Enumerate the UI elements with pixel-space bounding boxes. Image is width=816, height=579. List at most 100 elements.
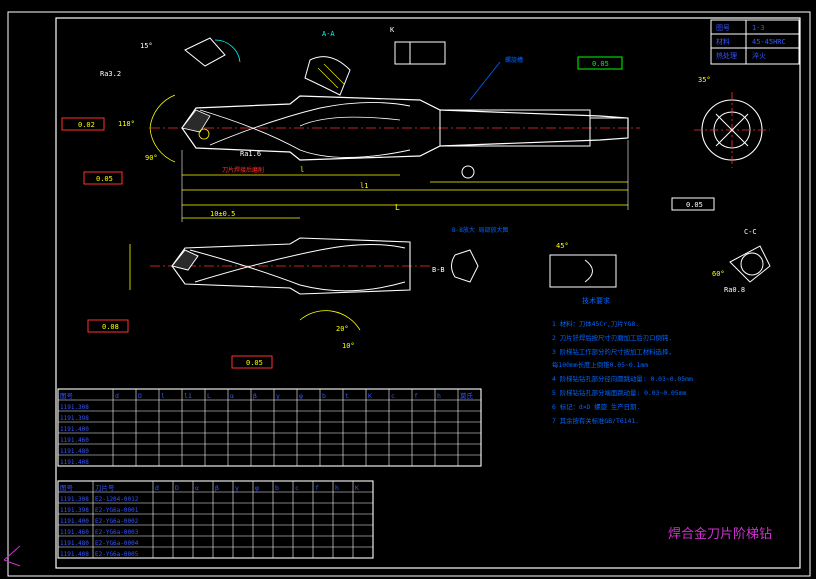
table-header-cell: f bbox=[414, 392, 418, 400]
table-header-cell: D bbox=[138, 392, 142, 400]
note-left-label: 刀片焊接后磨削 bbox=[222, 166, 264, 174]
table-header-cell: b bbox=[275, 484, 279, 492]
ra-label-3: Ra0.8 bbox=[724, 286, 745, 294]
table-header-cell: l bbox=[161, 392, 165, 400]
table-cell: E2-YG6a-0005 bbox=[95, 551, 139, 558]
table-cell: 1191.460 bbox=[60, 437, 89, 444]
table-cell: 1191.480 bbox=[60, 540, 89, 547]
technical-notes: 技术要求 1 材料：刀体45Cr,刀片YG8. 2 刀片钎焊后按尺寸刃磨加工后刃… bbox=[552, 296, 693, 425]
table-frame bbox=[57, 388, 482, 467]
table-header-cell: γ bbox=[276, 392, 280, 400]
angle-45-label: 45° bbox=[556, 242, 569, 250]
note-line-0: 1 材料：刀体45Cr,刀片YG8. bbox=[552, 319, 639, 328]
sub-view-label: B-B放大 局部放大图 bbox=[452, 226, 508, 234]
table-header-cell: 刀片号 bbox=[95, 483, 115, 492]
angle-15-label: 15° bbox=[140, 42, 153, 50]
table-cell: 1191.398 bbox=[60, 507, 89, 514]
note-line-2: 3 阶梯钻工作部分的尺寸按加工材料选择, bbox=[552, 347, 672, 356]
table-header-cell: φ bbox=[299, 392, 303, 400]
dim-l1-label: l1 bbox=[360, 182, 368, 190]
tol-3: 0.05 bbox=[592, 60, 609, 68]
table-header-cell: h bbox=[437, 392, 441, 400]
table-frame bbox=[57, 480, 374, 559]
ucs-axis-icon bbox=[3, 545, 21, 567]
notes-heading: 技术要求 bbox=[582, 296, 610, 305]
table-header-cell: 图号 bbox=[60, 484, 74, 492]
table-header-cell: K bbox=[368, 392, 372, 400]
title-row-1-val: 45-45HRC bbox=[752, 38, 786, 46]
title-row-2-key: 热处理 bbox=[716, 51, 737, 60]
end-view-right: 35° bbox=[694, 76, 770, 168]
dim-10-label: 10±0.5 bbox=[210, 210, 235, 218]
table-header-cell: α bbox=[195, 484, 199, 492]
tol-4: 0.08 bbox=[102, 323, 119, 331]
table-cell: E2-YG6a-0003 bbox=[95, 529, 139, 536]
note-line-1: 2 刀片钎焊后按尺寸刃磨加工后刃口倒钝. bbox=[552, 333, 672, 342]
table-cell: 1191.480 bbox=[60, 448, 89, 455]
note-line-4: 4 阶梯钻钻孔部分径向圆跳动量: 0.03~0.05mm bbox=[552, 374, 693, 383]
dim-l-label: l bbox=[300, 166, 304, 174]
table-header-cell: h bbox=[335, 484, 339, 492]
table-header-cell: c bbox=[295, 484, 299, 492]
tolerance-frames: 0.02 0.05 0.05 0.08 0.05 0.05 bbox=[61, 56, 715, 369]
section-aa-top: A-A bbox=[322, 30, 335, 38]
tol-2: 0.05 bbox=[96, 175, 113, 183]
title-block: 图号 1-3 材料 45-45HRC 热处理 淬火 bbox=[710, 19, 800, 65]
note-line-7: 7 其余按有关标准GB/T6141. bbox=[552, 416, 639, 425]
groove-label: 螺旋槽 bbox=[505, 56, 523, 64]
section-cc-label: C-C bbox=[744, 228, 757, 236]
table-header-cell: K bbox=[355, 484, 359, 492]
table-header-cell: l1 bbox=[184, 392, 192, 400]
tol-6: 0.05 bbox=[686, 201, 703, 209]
angle-90-label: 90° bbox=[145, 154, 158, 162]
table-cell: 1191.398 bbox=[60, 415, 89, 422]
tol-1: 0.02 bbox=[78, 121, 95, 129]
table-cell: 1191.460 bbox=[60, 529, 89, 536]
table-cell: 1191.400 bbox=[60, 518, 89, 525]
table-cell: 1191.308 bbox=[60, 404, 89, 411]
table-header-cell: L bbox=[207, 392, 211, 400]
view-k-label: K bbox=[390, 26, 395, 34]
angle-20-label: 20° bbox=[336, 325, 349, 333]
table-header-cell: 图号 bbox=[60, 392, 74, 400]
angle-35-label: 35° bbox=[698, 76, 711, 84]
main-drill-view: L l1 l 10±0.5 118° 90° 刀片焊接后磨削 螺旋槽 Ra3.2… bbox=[100, 56, 640, 222]
angle-60-label: 60° bbox=[712, 270, 725, 278]
ra-label-1: Ra3.2 bbox=[100, 70, 121, 78]
tol-5: 0.05 bbox=[246, 359, 263, 367]
ra-label-2: Ra1.6 bbox=[240, 150, 261, 158]
title-row-0-val: 1-3 bbox=[752, 24, 765, 32]
table-cell: E2-YG6a-0004 bbox=[95, 540, 139, 547]
table-cell: E2-YG6a-0002 bbox=[95, 518, 139, 525]
table-header-cell: β bbox=[253, 392, 257, 400]
table-cell: E2-1204-0012 bbox=[95, 496, 139, 503]
note-line-6: 6 标记：d×D 螺旋 生产日期. bbox=[552, 402, 640, 411]
table-cell: 1191.408 bbox=[60, 459, 89, 466]
table-cell: 1191.408 bbox=[60, 551, 89, 558]
angle-10-label: 10° bbox=[342, 342, 355, 350]
inner-frame bbox=[55, 17, 801, 569]
sections-middle: B-B放大 局部放大图 B-B 45° C-C 60° Ra0.8 bbox=[432, 226, 771, 294]
note-line-3: 每100mm长度上倒锥0.05~0.1mm bbox=[552, 360, 648, 369]
table-header-cell: β bbox=[215, 484, 219, 492]
table-header-cell: φ bbox=[255, 484, 259, 492]
table-cell: 1191.308 bbox=[60, 496, 89, 503]
table-header-cell: γ bbox=[235, 484, 239, 492]
second-drill-view: 20° 10° bbox=[129, 237, 430, 350]
table-header-cell: α bbox=[230, 392, 234, 400]
section-bb-label: B-B bbox=[432, 266, 445, 274]
table-header-cell: d bbox=[115, 392, 119, 400]
title-row-1-key: 材料 bbox=[716, 37, 730, 46]
note-line-5: 5 阶梯钻钻孔部分端面跳动量: 0.03~0.05mm bbox=[552, 388, 687, 397]
outer-frame bbox=[7, 11, 811, 577]
table-cell: E2-YG6a-0001 bbox=[95, 507, 139, 514]
table-header-cell: c bbox=[391, 392, 395, 400]
table-header-cell: D bbox=[175, 484, 179, 492]
table-header-cell: t bbox=[345, 392, 349, 400]
title-row-0-key: 图号 bbox=[716, 24, 730, 32]
table-header-cell: b bbox=[322, 392, 326, 400]
table-header-cell: 莫氏 bbox=[460, 391, 474, 400]
table-header-cell: d bbox=[155, 484, 159, 492]
